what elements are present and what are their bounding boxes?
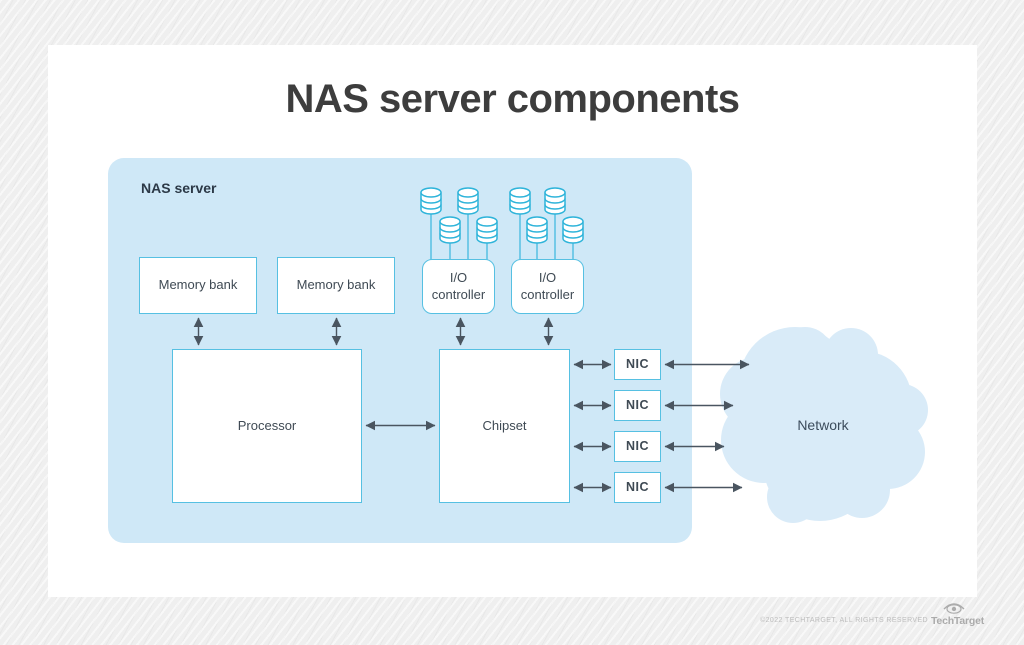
- nic-4-box: NIC: [614, 472, 661, 503]
- nic-1-label: NIC: [625, 357, 650, 372]
- memory-bank-1-box: Memory bank: [139, 257, 257, 314]
- techtarget-logo-text: TechTarget: [931, 615, 985, 627]
- nic-4-label: NIC: [625, 480, 650, 495]
- nic-2-label: NIC: [625, 398, 650, 413]
- io-controller-2-label: I/O controller: [520, 269, 575, 302]
- copyright-text: ©2022 TECHTARGET, ALL RIGHTS RESERVED: [760, 617, 928, 624]
- eye-icon: [943, 603, 965, 614]
- nic-2-box: NIC: [614, 390, 661, 421]
- io-controller-2-box: I/O controller: [511, 259, 584, 314]
- chipset-label: Chipset: [482, 417, 527, 433]
- memory-bank-2-box: Memory bank: [277, 257, 395, 314]
- page-title: NAS server components: [285, 77, 740, 121]
- network-cloud-label: Network: [797, 417, 849, 433]
- processor-label: Processor: [237, 417, 297, 433]
- processor-box: Processor: [172, 349, 362, 503]
- nas-server-panel-label: NAS server: [141, 180, 217, 196]
- nic-3-box: NIC: [614, 431, 661, 462]
- nic-3-label: NIC: [625, 439, 650, 454]
- io-controller-1-label: I/O controller: [431, 269, 486, 302]
- io-controller-1-box: I/O controller: [422, 259, 495, 314]
- memory-bank-2-label: Memory bank: [296, 277, 376, 293]
- nic-1-box: NIC: [614, 349, 661, 380]
- memory-bank-1-label: Memory bank: [158, 277, 238, 293]
- techtarget-logo: TechTarget: [931, 601, 984, 627]
- chipset-box: Chipset: [439, 349, 570, 503]
